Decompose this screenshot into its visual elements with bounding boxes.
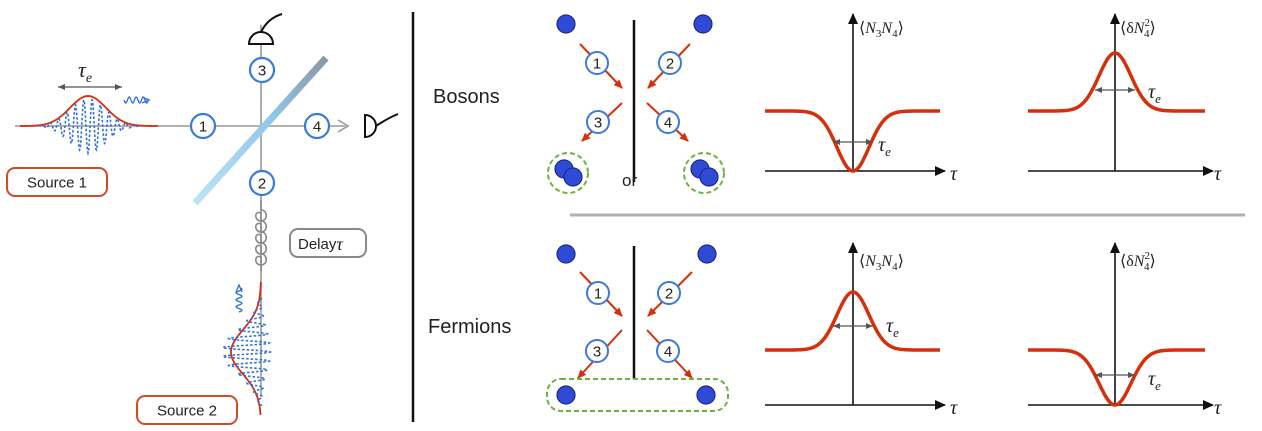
svg-text:Source 2: Source 2 xyxy=(157,403,217,420)
width-label: τe xyxy=(878,134,891,159)
port-4: 4 xyxy=(303,112,331,140)
boson-particle-right xyxy=(693,14,713,34)
x-label: τ xyxy=(1214,163,1222,185)
fermions-plot-correlation: τe ⟨N3N4⟩ τ xyxy=(765,242,958,419)
boson-bunch-right xyxy=(683,152,725,194)
svg-text:3: 3 xyxy=(593,344,601,361)
beam-splitter xyxy=(192,55,329,206)
width-label: τe xyxy=(1148,81,1161,106)
svg-text:1: 1 xyxy=(594,286,602,303)
fermion-port-2: 2 xyxy=(657,281,681,305)
svg-text:Delayτ: Delayτ xyxy=(298,234,343,254)
width-label: τe xyxy=(886,315,899,340)
detector-top-icon xyxy=(247,31,275,45)
y-label: ⟨N3N4⟩ xyxy=(859,20,904,40)
fermion-port-4: 4 xyxy=(656,339,680,363)
hom-dip-curve xyxy=(765,109,940,173)
x-label: τ xyxy=(950,397,958,419)
boson-port-3: 3 xyxy=(586,110,610,134)
left-panel: τe 1 2 3 4 Source xyxy=(6,13,399,425)
svg-text:3: 3 xyxy=(258,63,266,80)
y-label: ⟨N3N4⟩ xyxy=(859,253,904,273)
detector-top-wire xyxy=(260,13,283,33)
svg-text:1: 1 xyxy=(199,119,207,136)
port-2: 2 xyxy=(248,169,276,197)
detector-right-icon xyxy=(364,113,377,139)
boson-particle-left xyxy=(556,14,576,34)
photon-squiggle-1-head xyxy=(141,96,151,104)
fermion-antibunch xyxy=(546,378,729,412)
horizontal-beam-arrowhead xyxy=(337,119,350,133)
svg-text:2: 2 xyxy=(666,56,674,73)
svg-text:4: 4 xyxy=(664,115,672,132)
svg-text:2: 2 xyxy=(665,286,673,303)
delay-coil xyxy=(254,200,268,271)
svg-text:4: 4 xyxy=(664,344,672,361)
fermion-particle-left xyxy=(556,244,576,264)
fermions-row: Fermions 1 2 3 4 τe ⟨N3N4⟩ τ xyxy=(428,242,1222,419)
or-label: or xyxy=(622,171,637,190)
photon-squiggle-2 xyxy=(235,287,243,313)
bosons-row: Bosons 1 2 3 4 or τe xyxy=(433,13,1222,194)
boson-bunch-left xyxy=(547,152,589,194)
boson-port-1: 1 xyxy=(585,51,609,75)
source-2-label: Source 2 xyxy=(136,395,238,425)
svg-text:3: 3 xyxy=(594,115,602,132)
wave-packet-2 xyxy=(220,281,273,416)
tau-e-label: τe xyxy=(78,57,92,86)
x-label: τ xyxy=(950,163,958,185)
fermions-label: Fermions xyxy=(428,316,511,338)
svg-text:2: 2 xyxy=(258,176,266,193)
fermion-particle-right xyxy=(697,244,717,264)
delay-label: Delayτ xyxy=(289,228,367,258)
x-label: τ xyxy=(1214,397,1222,419)
fermion-port-1: 1 xyxy=(586,281,610,305)
boson-port-2: 2 xyxy=(658,51,682,75)
port-1: 1 xyxy=(189,112,217,140)
svg-text:1: 1 xyxy=(593,56,601,73)
detector-right-wire xyxy=(375,113,399,127)
svg-text:4: 4 xyxy=(313,119,321,136)
width-label: τe xyxy=(1148,368,1161,393)
fluctuation-peak-curve xyxy=(1028,51,1205,113)
port-3: 3 xyxy=(248,56,276,84)
wave-packet-1 xyxy=(19,95,158,157)
boson-port-4: 4 xyxy=(656,110,680,134)
source-1-label: Source 1 xyxy=(6,167,108,197)
photon-squiggle-2-head xyxy=(235,283,243,293)
fluctuation-dip-curve xyxy=(1028,348,1205,407)
antibunching-peak-curve xyxy=(765,290,940,352)
bosons-plot-correlation: τe ⟨N3N4⟩ τ xyxy=(765,13,958,185)
fermion-port-3: 3 xyxy=(585,339,609,363)
svg-text:Source 1: Source 1 xyxy=(27,175,87,192)
bosons-label: Bosons xyxy=(433,86,500,108)
